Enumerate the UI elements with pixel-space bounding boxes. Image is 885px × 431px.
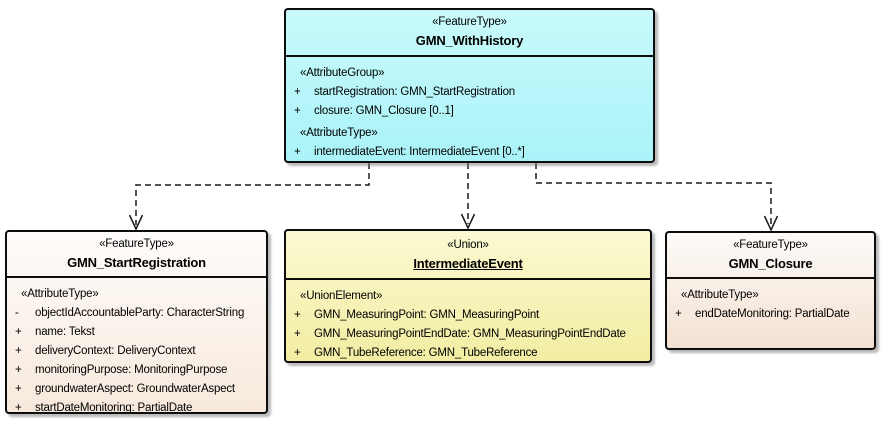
attribute-row: + deliveryContext: DeliveryContext (7, 342, 266, 361)
class-name: IntermediateEvent (413, 256, 523, 271)
attribute-row: + endDateMonitoring: PartialDate (667, 305, 874, 324)
visibility-marker: + (675, 308, 682, 320)
attribute-text: closure: GMN_Closure [0..1] (314, 105, 454, 117)
arrowhead-intermediateevent-icon (460, 213, 476, 230)
attribute-row: - objectIdAccountableParty: CharacterStr… (7, 304, 266, 323)
visibility-marker: + (294, 328, 301, 340)
class-header: «FeatureType» GMN_StartRegistration (7, 232, 266, 278)
class-intermediateevent[interactable]: «Union» IntermediateEvent «UnionElement»… (284, 229, 652, 363)
attribute-row: + GMN_MeasuringPointEndDate: GMN_Measuri… (286, 325, 650, 344)
section-label: «AttributeGroup» (300, 67, 385, 79)
visibility-marker: + (15, 326, 22, 338)
attribute-text: monitoringPurpose: MonitoringPurpose (35, 364, 228, 376)
arrowhead-startregistration-icon (128, 214, 144, 231)
attribute-row: + GMN_TubeReference: GMN_TubeReference (286, 344, 650, 361)
visibility-marker: + (15, 345, 22, 357)
class-header: «FeatureType» GMN_Closure (667, 233, 874, 279)
attribute-text: startRegistration: GMN_StartRegistration (314, 86, 515, 98)
visibility-marker: + (294, 146, 301, 158)
attribute-row: + startRegistration: GMN_StartRegistrati… (286, 83, 653, 102)
section-label: «AttributeType» (300, 127, 378, 139)
class-gmn-startregistration[interactable]: «FeatureType» GMN_StartRegistration «Att… (5, 230, 268, 414)
class-attributes: «UnionElement» + GMN_MeasuringPoint: GMN… (286, 280, 650, 361)
attribute-text: intermediateEvent: IntermediateEvent [0.… (314, 146, 525, 158)
section-label: «AttributeType» (681, 289, 759, 301)
section-label: «AttributeType» (21, 288, 99, 300)
class-gmn-withhistory[interactable]: «FeatureType» GMN_WithHistory «Attribute… (284, 8, 655, 163)
class-header: «Union» IntermediateEvent (286, 231, 650, 280)
class-name: GMN_Closure (728, 256, 813, 271)
class-stereotype: «FeatureType» (432, 16, 507, 28)
attribute-row: + monitoringPurpose: MonitoringPurpose (7, 361, 266, 380)
class-stereotype: «FeatureType» (733, 239, 808, 251)
attribute-row: + groundwaterAspect: GroundwaterAspect (7, 380, 266, 399)
class-header: «FeatureType» GMN_WithHistory (286, 10, 653, 57)
attribute-text: GMN_MeasuringPoint: GMN_MeasuringPoint (314, 309, 540, 321)
arrowhead-closure-icon (763, 215, 779, 232)
class-attributes: «AttributeType» - objectIdAccountablePar… (7, 278, 266, 414)
connector-withhistory-closure[interactable] (535, 163, 772, 226)
attribute-row: + intermediateEvent: IntermediateEvent [… (286, 143, 653, 161)
visibility-marker: + (294, 347, 301, 359)
visibility-marker: + (294, 86, 301, 98)
class-name: GMN_StartRegistration (67, 255, 206, 270)
visibility-marker: + (294, 105, 301, 117)
attribute-row: + closure: GMN_Closure [0..1] (286, 102, 653, 121)
attribute-text: groundwaterAspect: GroundwaterAspect (35, 383, 235, 395)
visibility-marker: + (15, 402, 22, 414)
visibility-marker: + (15, 383, 22, 395)
attribute-text: name: Tekst (35, 326, 95, 338)
attribute-text: objectIdAccountableParty: CharacterStrin… (35, 307, 245, 319)
attribute-text: GMN_TubeReference: GMN_TubeReference (314, 347, 538, 359)
attribute-text: GMN_MeasuringPointEndDate: GMN_Measuring… (314, 328, 626, 340)
class-gmn-closure[interactable]: «FeatureType» GMN_Closure «AttributeType… (665, 231, 876, 350)
visibility-marker: + (15, 364, 22, 376)
attribute-row: + startDateMonitoring: PartialDate (7, 399, 266, 414)
attribute-text: deliveryContext: DeliveryContext (35, 345, 196, 357)
class-attributes: «AttributeGroup» + startRegistration: GM… (286, 57, 653, 161)
attribute-row: + name: Tekst (7, 323, 266, 342)
class-attributes: «AttributeType» + endDateMonitoring: Par… (667, 279, 874, 324)
class-stereotype: «FeatureType» (99, 238, 174, 250)
connector-withhistory-startregistration[interactable] (135, 163, 370, 225)
class-name: GMN_WithHistory (415, 33, 524, 48)
section-label: «UnionElement» (300, 290, 383, 302)
attribute-text: endDateMonitoring: PartialDate (695, 308, 850, 320)
attribute-text: startDateMonitoring: PartialDate (35, 402, 193, 414)
attribute-row: + GMN_MeasuringPoint: GMN_MeasuringPoint (286, 306, 650, 325)
visibility-marker: + (294, 309, 301, 321)
visibility-marker: - (15, 307, 19, 319)
class-stereotype: «Union» (447, 239, 489, 251)
